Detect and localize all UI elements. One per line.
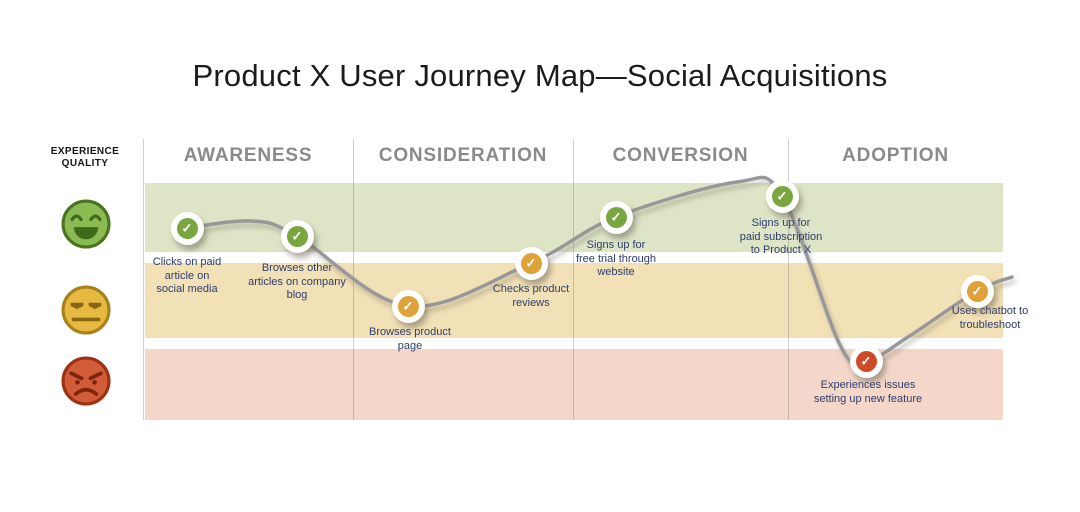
check-icon: ✓ [855,350,877,372]
journey-step-label-6: Signs up for paid subscription to Produc… [739,217,823,256]
angry-face-icon [61,356,111,406]
unamused-face-icon [61,285,111,335]
journey-point-7-bad: ✓ [849,344,883,378]
journey-point-2-good: ✓ [280,219,314,253]
stage-divider-1 [143,139,144,420]
check-icon: ✓ [520,252,542,274]
journey-step-label-4: Checks product reviews [492,283,570,309]
journey-point-4-neutral: ✓ [514,246,548,280]
journey-step-label-3: Browses product page [369,326,451,352]
journey-step-label-7: Experiences issues setting up new featur… [813,379,923,405]
check-icon: ✓ [397,295,419,317]
journey-step-label-2: Browses other articles on company blog [248,262,346,301]
page-title: Product X User Journey Map—Social Acquis… [192,58,888,93]
journey-point-8-neutral: ✓ [960,274,994,308]
check-icon: ✓ [176,217,198,239]
check-icon: ✓ [771,185,793,207]
journey-step-label-5: Signs up for free trial through website [575,239,657,278]
stage-header-awareness: AWARENESS [183,145,313,166]
stage-header-adoption: ADOPTION [842,145,949,166]
check-icon: ✓ [286,225,308,247]
axis-label-line1: EXPERIENCE [50,146,120,157]
journey-point-5-good: ✓ [599,200,633,234]
stage-header-consideration: CONSIDERATION [378,145,548,166]
experience-quality-axis-label: EXPERIENCE QUALITY [35,146,135,170]
journey-point-1-good: ✓ [170,211,204,245]
check-icon: ✓ [605,206,627,228]
axis-label-line2: QUALITY [61,158,109,169]
journey-point-6-good: ✓ [765,179,799,213]
journey-point-3-neutral: ✓ [391,289,425,323]
stage-header-conversion: CONVERSION [612,145,749,166]
happy-face-icon [61,199,111,249]
stage-divider-3 [573,139,574,420]
check-icon: ✓ [966,280,988,302]
journey-step-label-8: Uses chatbot to troubleshoot [951,305,1029,331]
